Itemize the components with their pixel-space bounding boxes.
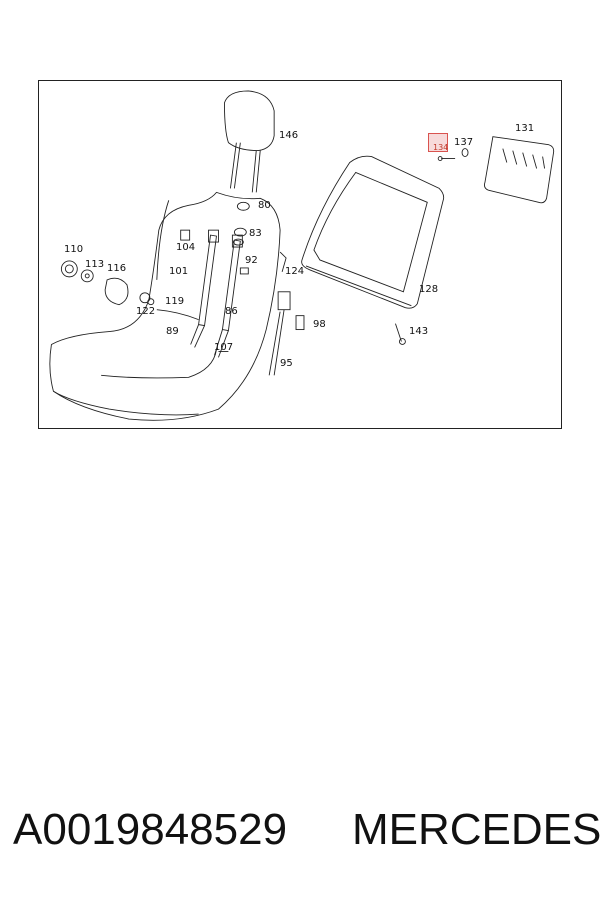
callout-107: 107 [214, 342, 234, 353]
callout-122: 122 [136, 306, 156, 317]
caption-bar: A0019848529 MERCEDES [0, 805, 600, 865]
screw-143-drawing [395, 323, 406, 345]
seat-frame-drawing [49, 191, 281, 421]
callout-128: 128 [419, 284, 439, 295]
screw-137-drawing [437, 148, 469, 161]
callout-119: 119 [165, 296, 185, 307]
backrest-panel-drawing [301, 155, 445, 309]
callout-113: 113 [85, 259, 105, 270]
callout-116: 116 [107, 263, 127, 274]
part-number: A0019848529 [13, 805, 288, 854]
guide-rods-drawing [190, 229, 243, 358]
callout-80: 80 [258, 200, 271, 211]
callout-95: 95 [280, 358, 293, 369]
highlighted-callout-label: 134 [433, 143, 449, 152]
callout-146: 146 [279, 130, 299, 141]
callout-89: 89 [166, 326, 179, 337]
brand-name: MERCEDES [352, 805, 600, 854]
panel-131-drawing [483, 136, 555, 204]
headrest-drawing [223, 90, 275, 193]
callout-86: 86 [225, 306, 238, 317]
callout-83: 83 [249, 228, 262, 239]
callout-143: 143 [409, 326, 429, 337]
adjuster-drawing [268, 291, 305, 376]
parts-diagram-frame: 134 146 80 83 104 92 124 101 110 113 116… [38, 80, 562, 429]
callout-104: 104 [176, 242, 196, 253]
small-parts-drawing [60, 201, 287, 352]
callout-124: 124 [285, 266, 305, 277]
callout-110: 110 [64, 244, 84, 255]
seat-exploded-diagram [49, 90, 555, 421]
callout-131: 131 [515, 123, 535, 134]
callout-98: 98 [313, 319, 326, 330]
highlighted-callout-box: 134 [428, 133, 448, 152]
callout-92: 92 [245, 255, 258, 266]
callout-137: 137 [454, 137, 474, 148]
callout-101: 101 [169, 266, 189, 277]
